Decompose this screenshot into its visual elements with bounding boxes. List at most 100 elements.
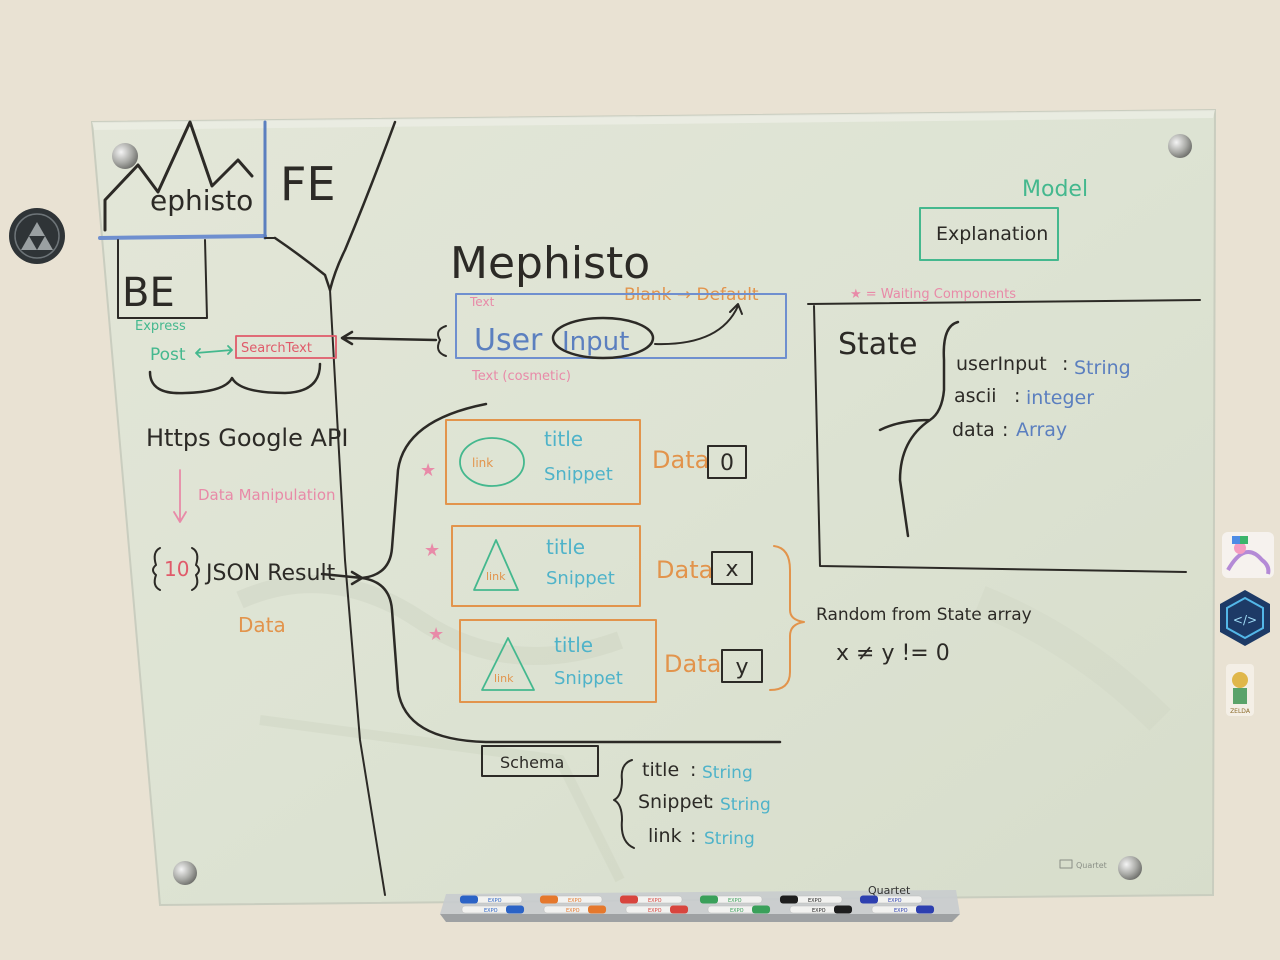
random-note-line2: x ≠ y != 0: [836, 641, 950, 666]
fe-wedge-line-right: [328, 120, 397, 292]
dry-erase-marker[interactable]: EXPO: [707, 905, 771, 915]
marker-brand-label: EXPO: [488, 898, 502, 904]
json-count: 10: [164, 557, 189, 581]
state-field-1-type: String: [1074, 357, 1131, 379]
dry-erase-marker[interactable]: EXPO: [779, 895, 843, 905]
waiting-star-1: ★: [420, 460, 436, 481]
card-2-title: title: [546, 535, 585, 559]
card-1-link: link: [472, 456, 493, 470]
marker-brand-label: EXPO: [728, 898, 742, 904]
user-label: User: [474, 323, 543, 358]
dry-erase-marker[interactable]: EXPO: [789, 905, 853, 915]
app-title: Mephisto: [450, 238, 650, 289]
model-label: Model: [1022, 177, 1088, 202]
post-arrow: [195, 345, 233, 358]
user-input-box: [455, 293, 787, 359]
card-2-link: link: [486, 570, 506, 583]
dry-erase-marker[interactable]: EXPO: [619, 895, 683, 905]
state-field-1-name: userInput: [956, 353, 1047, 375]
state-panel-border: [813, 305, 1187, 573]
be-box: [117, 239, 208, 319]
card-3-data: Data: [664, 650, 721, 678]
dry-erase-marker[interactable]: EXPO: [543, 905, 607, 915]
default-arrow: [654, 303, 743, 346]
logo-word: ephisto: [150, 184, 253, 217]
data-manipulation-label: Data Manipulation: [198, 486, 336, 504]
card-3-title: title: [554, 633, 593, 657]
card-2-data: Data: [656, 556, 713, 584]
marker-brand-label: EXPO: [648, 908, 662, 914]
schema-field-3-type: String: [704, 829, 755, 849]
link-ellipse: [459, 437, 525, 487]
post-label: Post: [150, 345, 186, 365]
card-1-snippet: Snippet: [544, 464, 613, 485]
card-3-index: y: [735, 655, 748, 680]
text-cosmetic-label: Text (cosmetic): [471, 369, 571, 384]
standoff-bolt-bottom-right: [1118, 856, 1142, 880]
google-api-label: Https Google API: [146, 424, 348, 452]
state-field-2-type: integer: [1026, 387, 1094, 409]
marker-brand-label: EXPO: [808, 898, 822, 904]
card-1-index: 0: [720, 451, 734, 476]
cards-brace: [360, 402, 782, 744]
schema-field-1-name: title: [642, 759, 679, 781]
input-ellipse: [551, 316, 655, 360]
marker-brand-label: EXPO: [812, 908, 826, 914]
state-field-2-name: ascii: [954, 385, 997, 407]
marker-brand-label: EXPO: [888, 898, 902, 904]
random-note-line1: Random from State array: [816, 605, 1032, 625]
marker-set: EXPOEXPOEXPOEXPOEXPOEXPOEXPOEXPOEXPOEXPO…: [459, 895, 935, 915]
card-1-title: title: [544, 427, 583, 451]
schema-field-1-type: String: [702, 763, 753, 783]
fe-be-divider: [329, 289, 386, 896]
search-text-box: [235, 335, 337, 359]
card-1-data: Data: [652, 446, 709, 474]
marker-brand-label: EXPO: [894, 908, 908, 914]
be-brace: [148, 362, 322, 395]
dry-erase-marker[interactable]: EXPO: [625, 905, 689, 915]
json-open-brace: [152, 547, 161, 591]
state-label: State: [838, 327, 917, 362]
schema-field-2-colon: :: [708, 791, 714, 813]
dry-erase-marker[interactable]: EXPO: [539, 895, 603, 905]
fe-label: FE: [280, 157, 336, 211]
data-label: Data: [238, 613, 286, 637]
marker-brand-label: EXPO: [730, 908, 744, 914]
schema-box: [481, 745, 599, 777]
xy-brace: [769, 545, 805, 691]
link-triangle: [473, 539, 519, 591]
state-field-3-type: Array: [1016, 419, 1067, 441]
result-card-1: ★ link title Snippet Data 0: [420, 419, 747, 505]
standoff-bolt-top-right: [1168, 134, 1192, 158]
standoff-bolt-bottom-left: [173, 861, 197, 885]
marker-brand-label: EXPO: [566, 908, 580, 914]
state-field-3-colon: :: [1002, 419, 1008, 441]
dry-erase-marker[interactable]: EXPO: [859, 895, 923, 905]
hexagon-sticker: </>: [1220, 590, 1270, 646]
state-top-line: [807, 299, 1201, 305]
state-field-1-colon: :: [1062, 353, 1068, 375]
search-text-label: SearchText: [241, 341, 312, 356]
zelda-sticker-label: ZELDA: [1230, 708, 1251, 715]
schema-field-2-type: String: [720, 795, 771, 815]
input-brace: [437, 325, 447, 357]
marker-brand-label: EXPO: [648, 898, 662, 904]
schema-field-1-colon: :: [690, 759, 696, 781]
dry-erase-marker[interactable]: EXPO: [699, 895, 763, 905]
glass-whiteboard: [90, 108, 1217, 907]
result-card-3: ★ link title Snippet Data y: [428, 619, 763, 703]
link-triangle: [481, 637, 535, 691]
waiting-star-3: ★: [428, 624, 444, 645]
card-2-snippet: Snippet: [546, 568, 615, 589]
dry-erase-marker[interactable]: EXPO: [461, 905, 525, 915]
data-manipulation-arrow: [173, 469, 187, 523]
be-label: BE: [122, 270, 175, 316]
card-3-link: link: [494, 672, 514, 685]
tray-brand: Quartet: [868, 884, 911, 897]
standoff-bolt-top-left: [112, 143, 138, 169]
dry-erase-marker[interactable]: EXPO: [459, 895, 523, 905]
state-brace: [878, 320, 960, 538]
dry-erase-marker[interactable]: EXPO: [871, 905, 935, 915]
schema-field-2-name: Snippet: [638, 791, 711, 813]
